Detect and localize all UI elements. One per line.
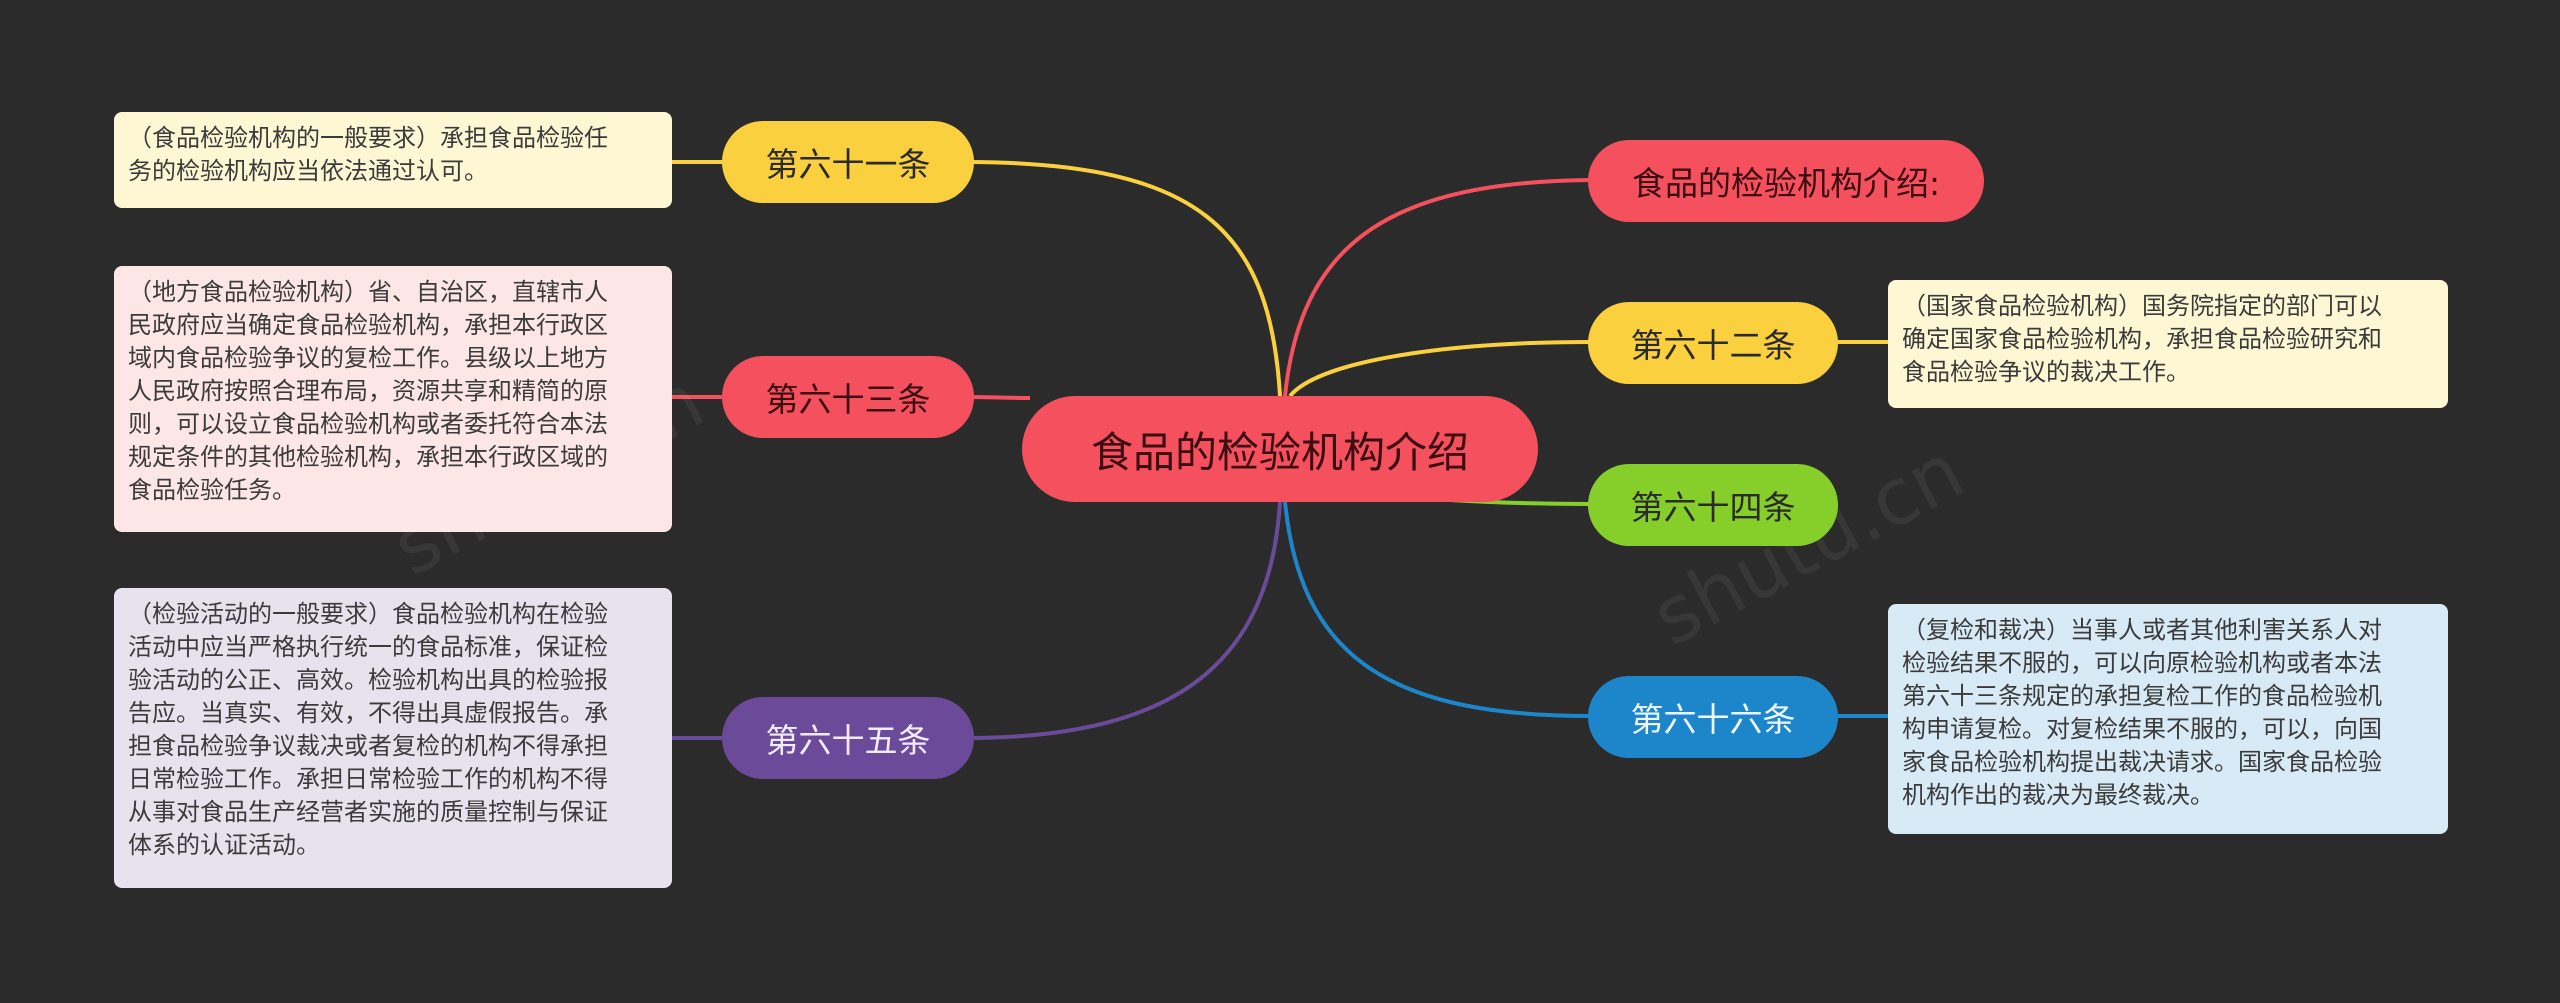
link-intro <box>1283 178 1591 397</box>
branch-art65[interactable]: 第六十五条 <box>722 697 974 779</box>
note-art66: （复检和裁决）当事人或者其他利害关系人对 检验结果不服的，可以向原检验机构或者本… <box>1888 604 2448 834</box>
branch-art61-label: 第六十一条 <box>765 145 931 184</box>
branch-art66[interactable]: 第六十六条 <box>1588 676 1838 758</box>
note-art62: （国家食品检验机构）国务院指定的部门可以 确定国家食品检验机构，承担食品检验研究… <box>1888 280 2448 408</box>
branch-art64[interactable]: 第六十四条 <box>1588 464 1838 546</box>
branch-art61[interactable]: 第六十一条 <box>722 121 974 203</box>
branch-art63-label: 第六十三条 <box>765 380 931 419</box>
central-topic-label: 食品的检验机构介绍 <box>1090 427 1469 477</box>
link-art63 <box>969 395 1031 400</box>
note-art65: （检验活动的一般要求）食品检验机构在检验 活动中应当严格执行统一的食品标准，保证… <box>114 588 672 888</box>
link-art61 <box>969 160 1282 397</box>
branch-intro[interactable]: 食品的检验机构介绍: <box>1588 140 1984 222</box>
branch-art66-label: 第六十六条 <box>1630 700 1796 739</box>
branch-art62[interactable]: 第六十二条 <box>1588 302 1838 384</box>
branch-art63[interactable]: 第六十三条 <box>722 356 974 438</box>
link-art66 <box>1283 501 1591 718</box>
branch-art65-label: 第六十五条 <box>765 721 931 760</box>
link-art62 <box>1288 340 1591 398</box>
central-topic[interactable]: 食品的检验机构介绍 <box>1022 396 1538 502</box>
link-art65 <box>969 501 1282 740</box>
note-art61: （食品检验机构的一般要求）承担食品检验任 务的检验机构应当依法通过认可。 <box>114 112 672 208</box>
branch-intro-label: 食品的检验机构介绍: <box>1631 164 1941 203</box>
branch-art64-label: 第六十四条 <box>1630 488 1796 527</box>
note-art63: （地方食品检验机构）省、自治区，直辖市人 民政府应当确定食品检验机构，承担本行政… <box>114 266 672 532</box>
branch-art62-label: 第六十二条 <box>1630 326 1796 365</box>
